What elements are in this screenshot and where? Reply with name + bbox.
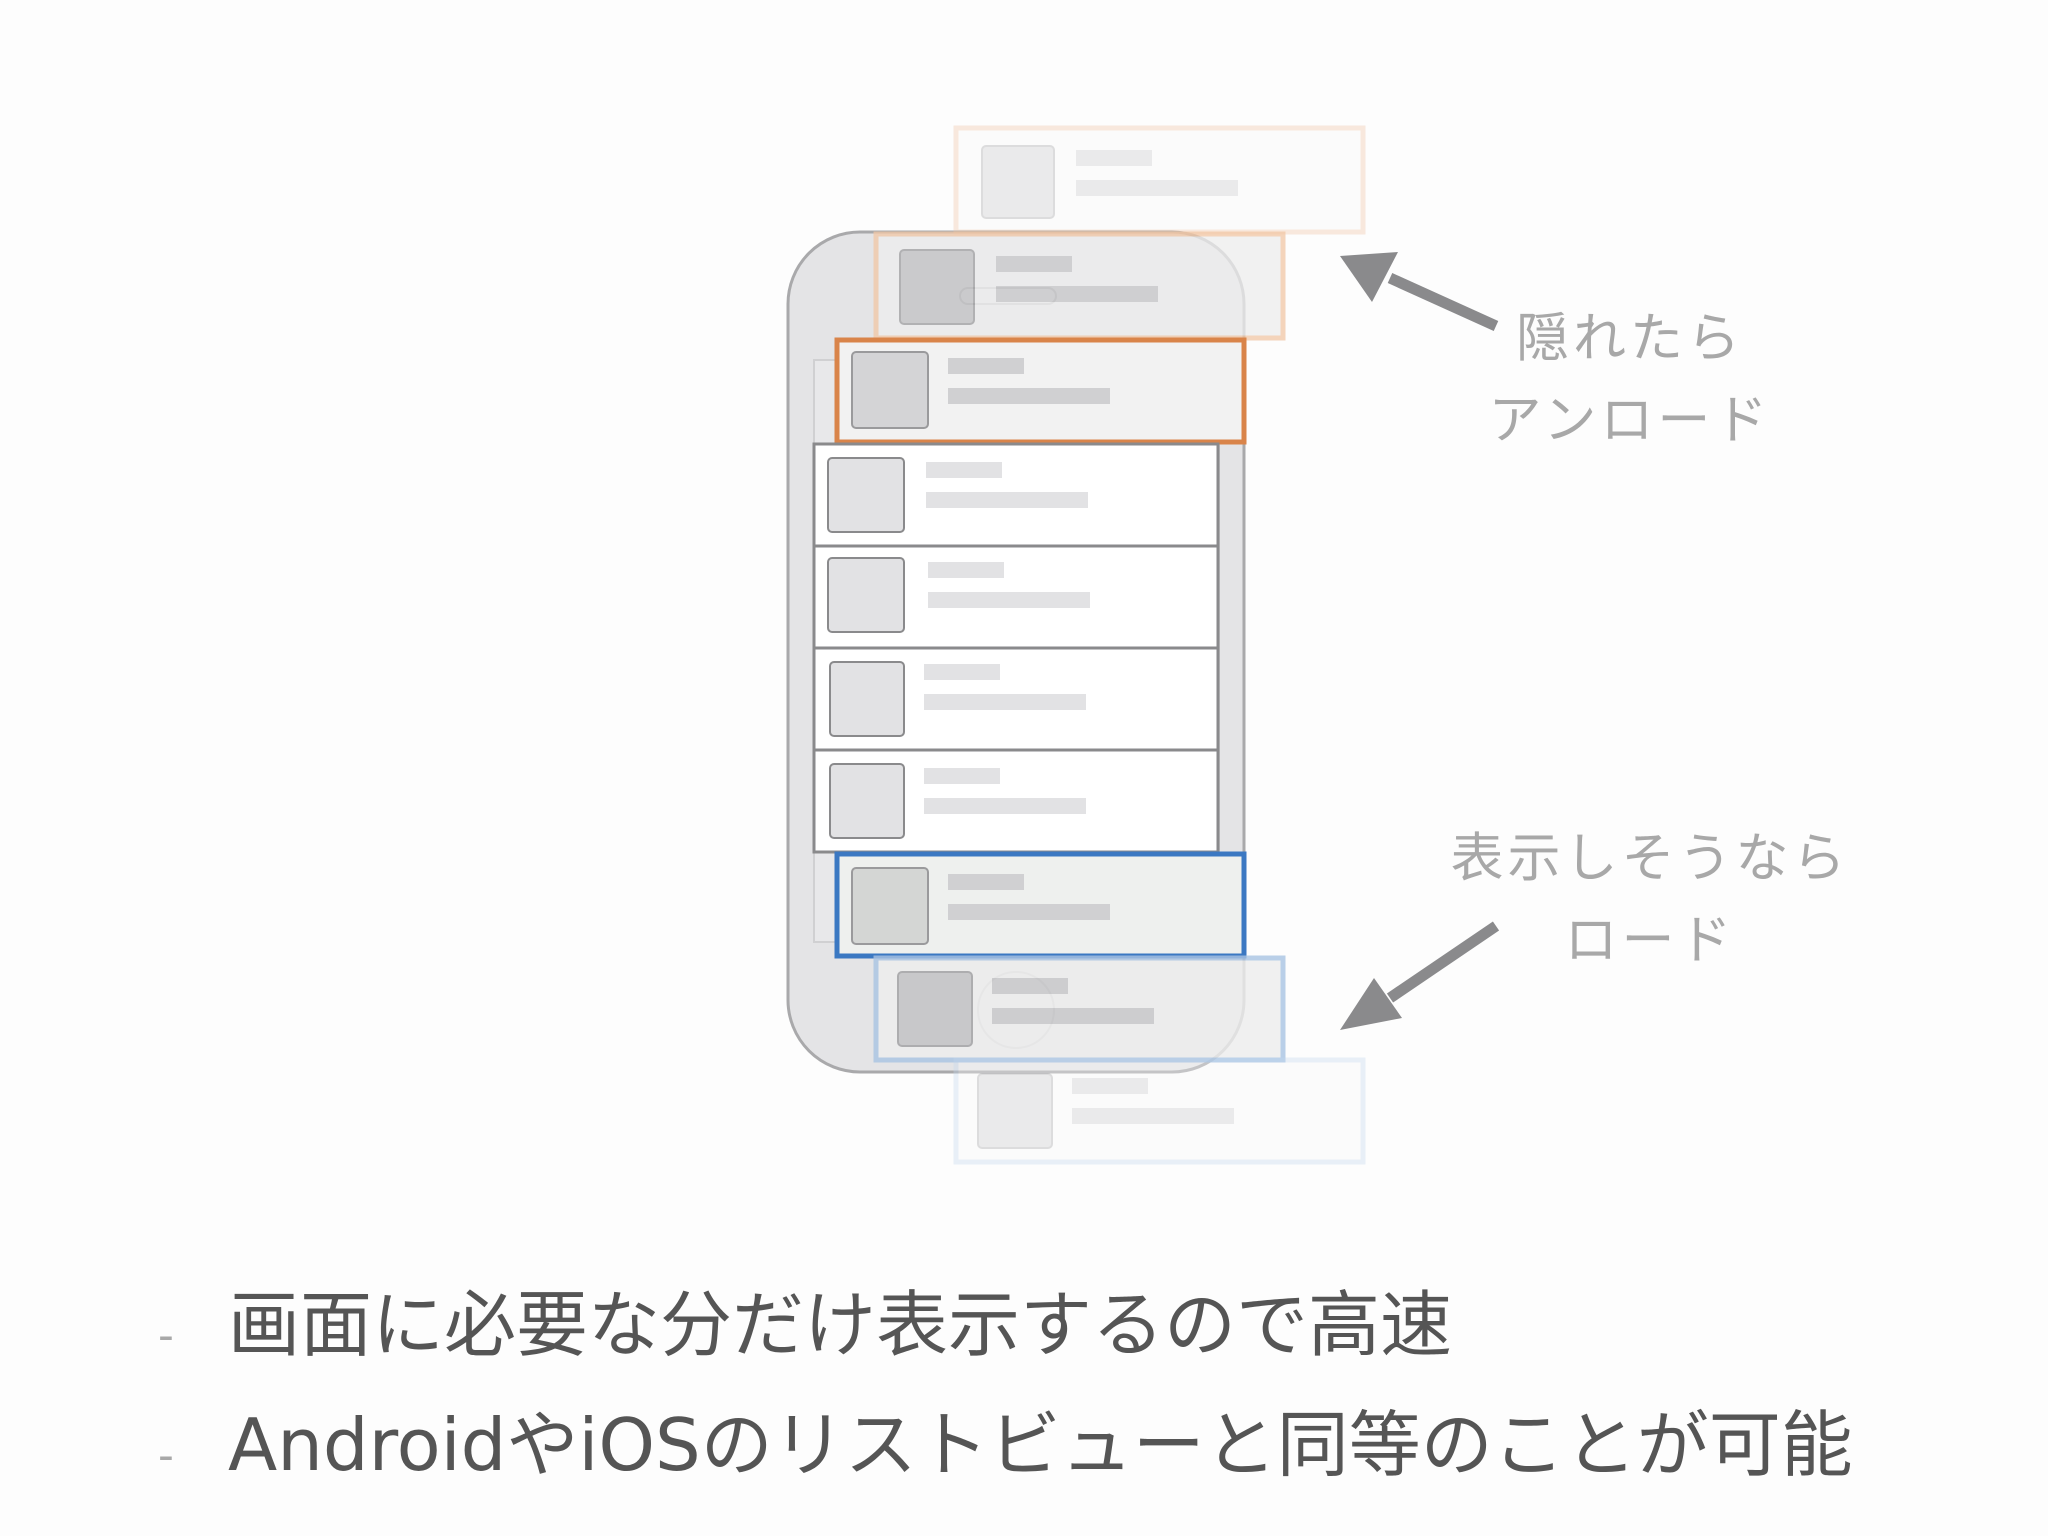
bullet-item: - 画面に必要な分だけ表示するので高速 (158, 1266, 1452, 1371)
list-item-unloaded-far (953, 125, 1366, 235)
item-thumbnail (899, 249, 975, 325)
item-title-bar (1076, 150, 1152, 166)
item-title-bar (948, 358, 1024, 374)
item-subtitle-bar (996, 286, 1158, 302)
item-subtitle-bar (924, 798, 1086, 814)
item-thumbnail (827, 457, 905, 533)
bullet-dash: - (158, 1430, 174, 1481)
item-thumbnail (829, 763, 905, 839)
bullet-item: - AndroidやiOSのリストビューと同等のことが可能 (158, 1386, 1853, 1491)
list-item-preload-near (873, 955, 1286, 1063)
item-title-bar (926, 462, 1002, 478)
item-thumbnail (981, 145, 1055, 219)
load-label: 表示しそうなら ロード (1440, 818, 1860, 982)
unload-label: 隠れたら アンロード (1470, 298, 1790, 462)
load-label-line1: 表示しそうなら (1450, 828, 1850, 889)
item-subtitle-bar (1072, 1108, 1234, 1124)
load-label-line2: ロード (1564, 910, 1736, 971)
list-item-visible (812, 442, 1220, 548)
item-thumbnail (977, 1073, 1053, 1149)
item-subtitle-bar (992, 1008, 1154, 1024)
virtual-list-diagram (786, 125, 1500, 1165)
unload-label-line2: アンロード (1488, 390, 1772, 451)
item-title-bar (996, 256, 1072, 272)
list-item-unloading (834, 337, 1247, 445)
item-title-bar (992, 978, 1068, 994)
list-item-preload-far (953, 1057, 1366, 1165)
list-item-visible (812, 544, 1220, 650)
list-item-visible (812, 748, 1220, 854)
item-thumbnail (851, 351, 929, 429)
item-subtitle-bar (926, 492, 1088, 508)
item-thumbnail (897, 971, 973, 1047)
bullet-text: 画面に必要な分だけ表示するので高速 (228, 1283, 1453, 1367)
item-subtitle-bar (1076, 180, 1238, 196)
bullet-dash: - (158, 1310, 174, 1361)
list-item-visible (812, 646, 1220, 752)
arrow-up-left-icon (1340, 252, 1499, 332)
bullet-text: AndroidやiOSのリストビューと同等のことが可能 (228, 1403, 1853, 1487)
item-title-bar (924, 768, 1000, 784)
item-title-bar (928, 562, 1004, 578)
item-subtitle-bar (948, 904, 1110, 920)
item-thumbnail (829, 661, 905, 737)
list-item-unloaded-near (873, 231, 1286, 341)
arrow-down-left-icon (1340, 921, 1500, 1030)
item-title-bar (924, 664, 1000, 680)
item-title-bar (948, 874, 1024, 890)
item-subtitle-bar (948, 388, 1110, 404)
item-subtitle-bar (924, 694, 1086, 710)
item-thumbnail (827, 557, 905, 633)
item-title-bar (1072, 1078, 1148, 1094)
list-item-loading (834, 851, 1247, 959)
item-subtitle-bar (928, 592, 1090, 608)
item-thumbnail (851, 867, 929, 945)
unload-label-line1: 隠れたら (1516, 308, 1744, 369)
